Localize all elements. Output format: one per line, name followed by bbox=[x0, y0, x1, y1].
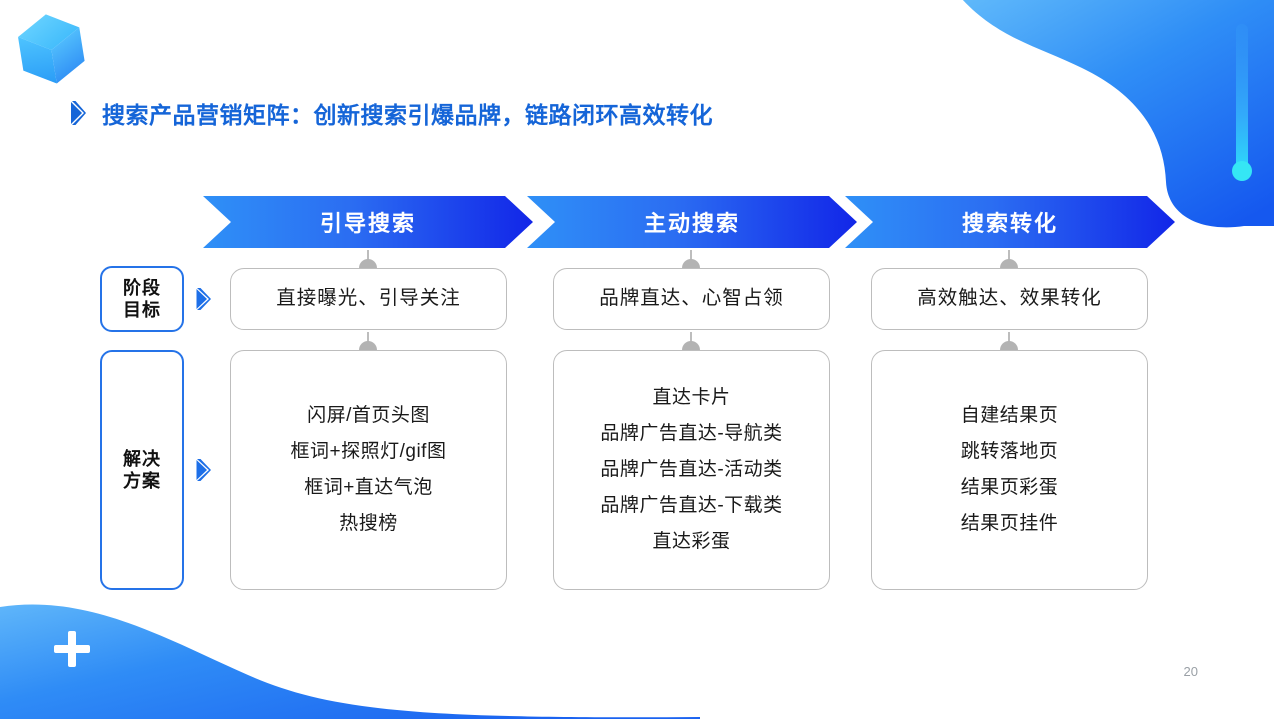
chevron-right-icon bbox=[196, 288, 211, 310]
page-number: 20 bbox=[1183, 664, 1198, 679]
solution-text: 框词+直达气泡 bbox=[304, 477, 433, 498]
solution-text: 框词+探照灯/gif图 bbox=[290, 440, 447, 462]
page-title-row: 搜索产品营销矩阵：创新搜索引爆品牌，链路闭环高效转化 bbox=[70, 96, 713, 130]
accent-dot-icon bbox=[1232, 161, 1252, 181]
stage-banner-1: 引导搜索 bbox=[203, 196, 533, 248]
row-label-solution-wrap: 解决 方案 bbox=[100, 350, 211, 590]
solution-box-1: 闪屏/首页头图 框词+探照灯/gif图 框词+直达气泡 热搜榜 bbox=[230, 350, 507, 590]
goal-text: 高效触达、效果转化 bbox=[917, 287, 1102, 310]
goal-box-1: 直接曝光、引导关注 bbox=[230, 268, 507, 330]
connector-stem bbox=[367, 250, 369, 264]
solution-text: 自建结果页 bbox=[960, 404, 1059, 426]
chevron-right-icon bbox=[71, 101, 86, 125]
cube-logo-icon bbox=[18, 14, 85, 84]
goal-box-3: 高效触达、效果转化 bbox=[871, 268, 1148, 330]
connector-stem bbox=[690, 332, 692, 346]
row-label-solution-line2: 方案 bbox=[123, 471, 161, 491]
goal-text: 品牌直达、心智占领 bbox=[599, 287, 784, 310]
row-label-goal: 阶段 目标 bbox=[100, 266, 184, 332]
solution-text: 热搜榜 bbox=[339, 513, 398, 535]
top-right-blob-decoration bbox=[962, 0, 1274, 228]
row-label-solution-line1: 解决 bbox=[123, 448, 161, 469]
solution-text: 闪屏/首页头图 bbox=[307, 404, 430, 426]
solution-text: 结果页彩蛋 bbox=[960, 477, 1059, 498]
goal-box-2: 品牌直达、心智占领 bbox=[553, 268, 830, 330]
connector-stem bbox=[1008, 332, 1010, 346]
row-label-goal-line1: 阶段 bbox=[123, 277, 161, 298]
page-title: 搜索产品营销矩阵：创新搜索引爆品牌，链路闭环高效转化 bbox=[102, 102, 713, 128]
solution-text: 跳转落地页 bbox=[960, 440, 1059, 462]
row-label-goal-line2: 目标 bbox=[123, 300, 161, 320]
goal-text: 直接曝光、引导关注 bbox=[276, 287, 461, 310]
solution-text: 品牌广告直达-下载类 bbox=[600, 495, 783, 517]
solution-text: 结果页挂件 bbox=[960, 513, 1059, 535]
row-label-goal-wrap: 阶段 目标 bbox=[100, 266, 211, 332]
solution-box-3: 自建结果页 跳转落地页 结果页彩蛋 结果页挂件 bbox=[871, 350, 1148, 590]
connector-stem bbox=[1008, 250, 1010, 264]
plus-icon bbox=[54, 631, 90, 667]
bottom-left-wave-decoration bbox=[0, 604, 700, 719]
solution-text: 直达卡片 bbox=[652, 386, 731, 408]
solution-text: 品牌广告直达-活动类 bbox=[600, 458, 783, 480]
connector-stem bbox=[367, 332, 369, 346]
solution-text: 直达彩蛋 bbox=[652, 531, 731, 553]
solution-box-2: 直达卡片 品牌广告直达-导航类 品牌广告直达-活动类 品牌广告直达-下载类 直达… bbox=[553, 350, 830, 590]
solution-text: 品牌广告直达-导航类 bbox=[600, 422, 783, 444]
row-label-solution: 解决 方案 bbox=[100, 350, 184, 590]
chevron-right-icon bbox=[196, 459, 211, 481]
stage-banner-2: 主动搜索 bbox=[527, 196, 857, 248]
connector-stem bbox=[690, 250, 692, 264]
plus-icon-small bbox=[516, 681, 544, 709]
stage-banner-3: 搜索转化 bbox=[845, 196, 1175, 248]
